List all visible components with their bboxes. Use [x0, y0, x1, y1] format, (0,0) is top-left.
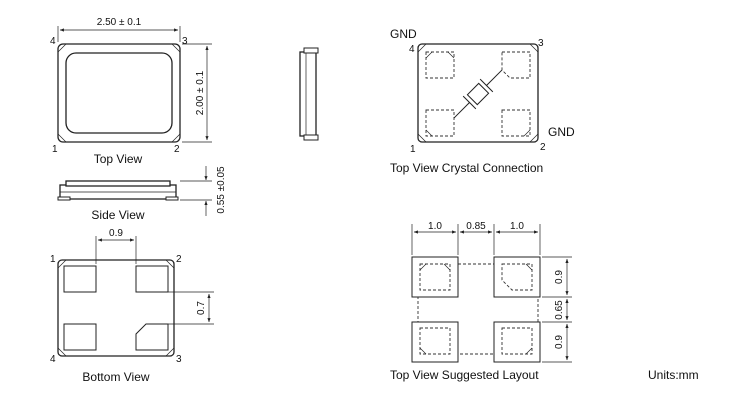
layout-gap-y: 0.65: [554, 300, 565, 320]
suggested-layout-label: Top View Suggested Layout: [390, 368, 539, 382]
units-label: Units:mm: [648, 368, 699, 382]
suggested-layout-view: 1.0 0.85 1.0 0.9 0.65 0.9 Top View Sugge…: [390, 221, 572, 382]
gnd-label-bottom: GND: [548, 125, 575, 139]
pad-gap-dimension: 0.9: [109, 228, 123, 239]
top-view-lid: [65, 52, 173, 134]
bottom-view-pad-4: [63, 323, 97, 351]
crystal-view-pad-4: [425, 51, 455, 79]
bottom-view-pin-4: 4: [50, 354, 56, 365]
layout-land-pad-top-left: [411, 256, 459, 298]
crystal-view-pin-2: 2: [540, 142, 546, 153]
layout-pad-height-top: 0.9: [554, 270, 565, 284]
side-view-terminal-right: [165, 196, 179, 201]
crystal-view-pin-3: 3: [538, 38, 544, 49]
top-view: 2.50 ± 0.1 2.00 ± 0.1 4 3 1 2 Top View: [50, 17, 212, 166]
layout-pad-width-left: 1.0: [428, 221, 442, 232]
gnd-label-top: GND: [390, 27, 417, 41]
top-view-pin-4: 4: [50, 36, 56, 47]
bottom-view-pin-1: 1: [50, 254, 56, 265]
end-view: [299, 47, 319, 141]
bottom-view-pad-1: [63, 265, 97, 293]
crystal-view-pad-2: [501, 109, 531, 137]
pad-height-dimension: 0.7: [196, 301, 207, 315]
side-view-label: Side View: [91, 208, 144, 222]
crystal-connection-label: Top View Crystal Connection: [390, 161, 543, 175]
crystal-view-pin-1: 1: [410, 144, 416, 155]
end-view-body: [299, 51, 317, 137]
side-view-terminal-left: [57, 196, 71, 201]
top-view-pin-1: 1: [52, 144, 58, 155]
crystal-symbol-icon: [453, 69, 503, 119]
bottom-view-pad-2: [135, 265, 169, 293]
width-dimension: 2.00 ± 0.1: [195, 70, 206, 115]
layout-pad-width-right: 1.0: [510, 221, 524, 232]
crystal-view-pad-1: [425, 109, 455, 137]
layout-land-pad-top-right: [493, 256, 541, 298]
end-view-terminal-bottom: [303, 134, 319, 141]
top-view-label: Top View: [94, 152, 143, 166]
bottom-view-pad-3-chamfered: [135, 323, 169, 351]
end-view-terminal-top: [303, 47, 319, 54]
bottom-view-pin-2: 2: [176, 254, 182, 265]
bottom-view-pin-3: 3: [176, 354, 182, 365]
layout-pad-height-bottom: 0.9: [554, 335, 565, 349]
height-dimension: 0.55 ±0.05: [216, 166, 227, 214]
layout-gap-x: 0.85: [466, 221, 486, 232]
top-view-pin-2: 2: [174, 144, 180, 155]
bottom-view: 0.9 0.7 1 2 4 3 Bottom View: [50, 228, 214, 384]
length-dimension: 2.50 ± 0.1: [97, 17, 142, 28]
layout-package-outline: [417, 263, 539, 355]
side-view-lid: [65, 180, 171, 187]
side-view: 0.55 ±0.05 Side View: [57, 166, 227, 222]
bottom-view-label: Bottom View: [82, 370, 149, 384]
crystal-connection-view: GND GND 4 3 1 2 Top View Crystal Connect…: [390, 27, 575, 175]
crystal-view-pin-4: 4: [409, 44, 415, 55]
top-view-pin-3: 3: [182, 36, 188, 47]
